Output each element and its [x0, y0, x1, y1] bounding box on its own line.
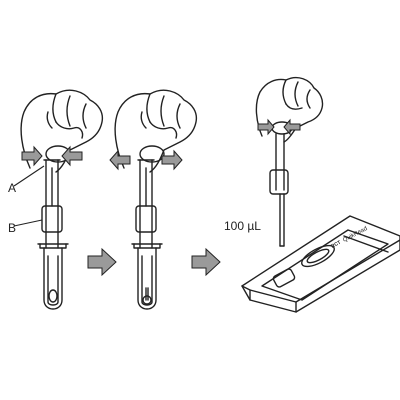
squeeze-arrow-icon [257, 118, 275, 136]
tube-1 [37, 243, 69, 310]
squeeze-arrow-icon [21, 145, 43, 167]
volume-label: 100 µL [224, 219, 261, 233]
step-2 [114, 89, 198, 310]
squeeze-arrows-1 [21, 145, 83, 167]
hand-2 [114, 89, 198, 173]
label-b: B [8, 221, 16, 235]
step-1 [20, 89, 104, 310]
squeeze-arrows-2 [109, 149, 183, 171]
tube-2 [131, 243, 163, 310]
step-3 [241, 76, 400, 313]
squeeze-arrow-icon [61, 145, 83, 167]
label-a: A [8, 181, 16, 195]
cassette-brand: QuikRead [342, 226, 368, 244]
label-lines [13, 165, 45, 227]
dropper-2 [135, 159, 157, 249]
squeeze-arrow-icon [283, 118, 301, 136]
cassette-mark: RCT [330, 240, 342, 250]
test-cassette [241, 215, 400, 313]
step-arrow-icon [191, 247, 221, 277]
squeeze-arrow-icon [109, 149, 131, 171]
step-arrow-icon [87, 247, 117, 277]
squeeze-arrow-icon [161, 149, 183, 171]
dropper-3 [269, 133, 289, 247]
squeeze-arrows-3 [257, 118, 301, 136]
dropper-1 [41, 159, 63, 249]
